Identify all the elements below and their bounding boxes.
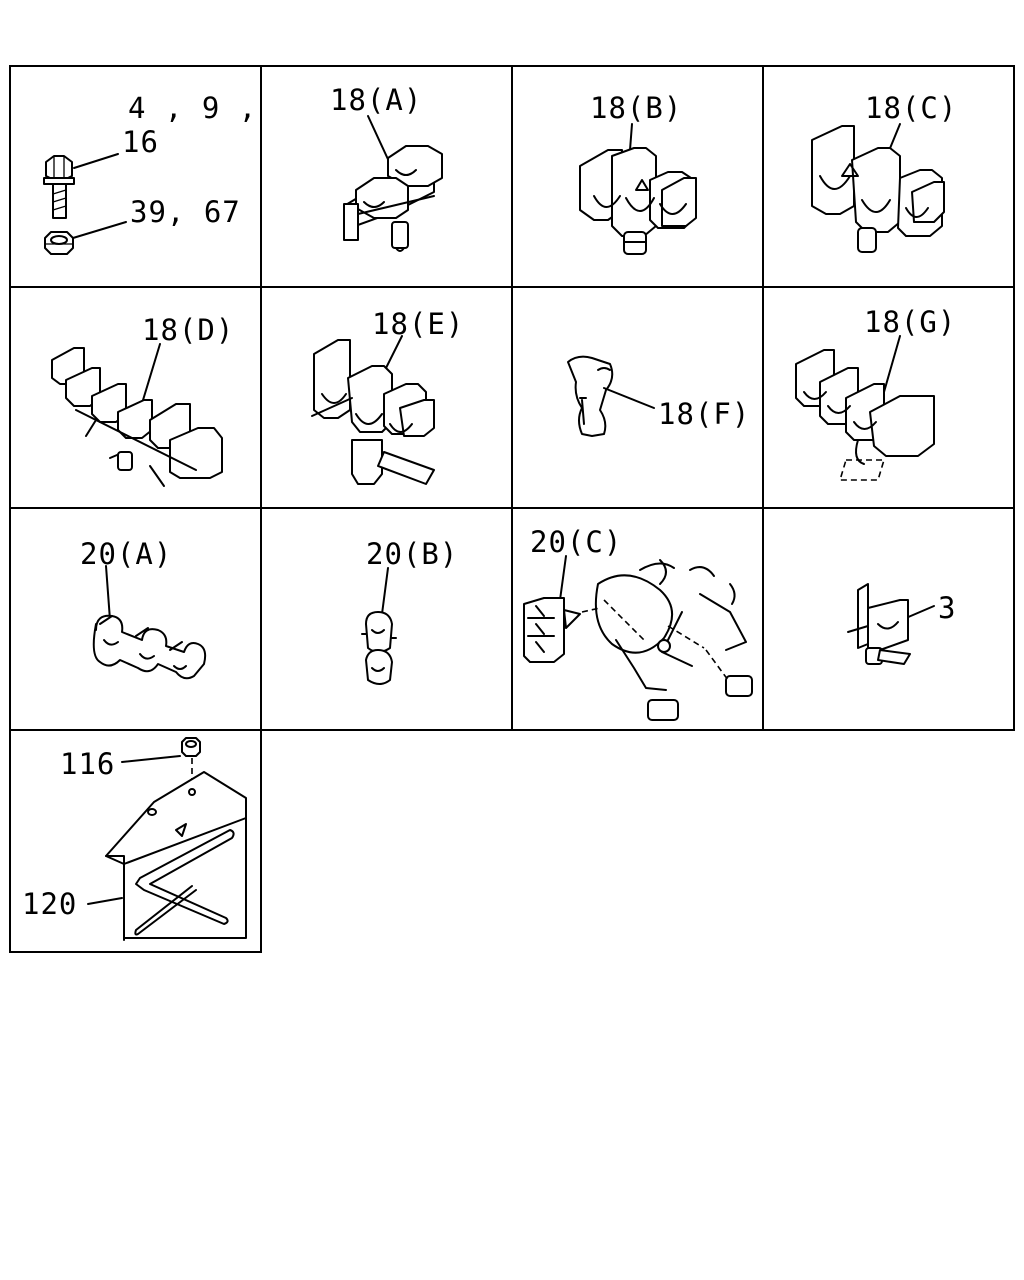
- callout-18e: 18(E): [372, 307, 465, 341]
- callout-20b: 20(B): [366, 537, 459, 571]
- callout-120: 120: [22, 887, 78, 921]
- nut-icon: [181, 737, 201, 757]
- callout-20c: 20(C): [530, 525, 623, 559]
- washer-nut-icon: [44, 231, 74, 255]
- callout-18a: 18(A): [330, 83, 423, 117]
- callout-18d: 18(D): [142, 313, 235, 347]
- callout-4-9: 4 , 9 ,: [128, 91, 258, 125]
- callout-18c: 18(C): [865, 91, 958, 125]
- bolt-icon: [43, 155, 75, 219]
- callout-18f: 18(F): [658, 397, 751, 431]
- callout-20a: 20(A): [80, 537, 173, 571]
- callout-18b: 18(B): [590, 91, 683, 125]
- callout-39-67: 39, 67: [130, 195, 241, 229]
- callout-116: 116: [60, 747, 116, 781]
- callout-18g: 18(G): [864, 305, 957, 339]
- callout-3: 3: [938, 591, 957, 625]
- callout-16: 16: [122, 125, 159, 159]
